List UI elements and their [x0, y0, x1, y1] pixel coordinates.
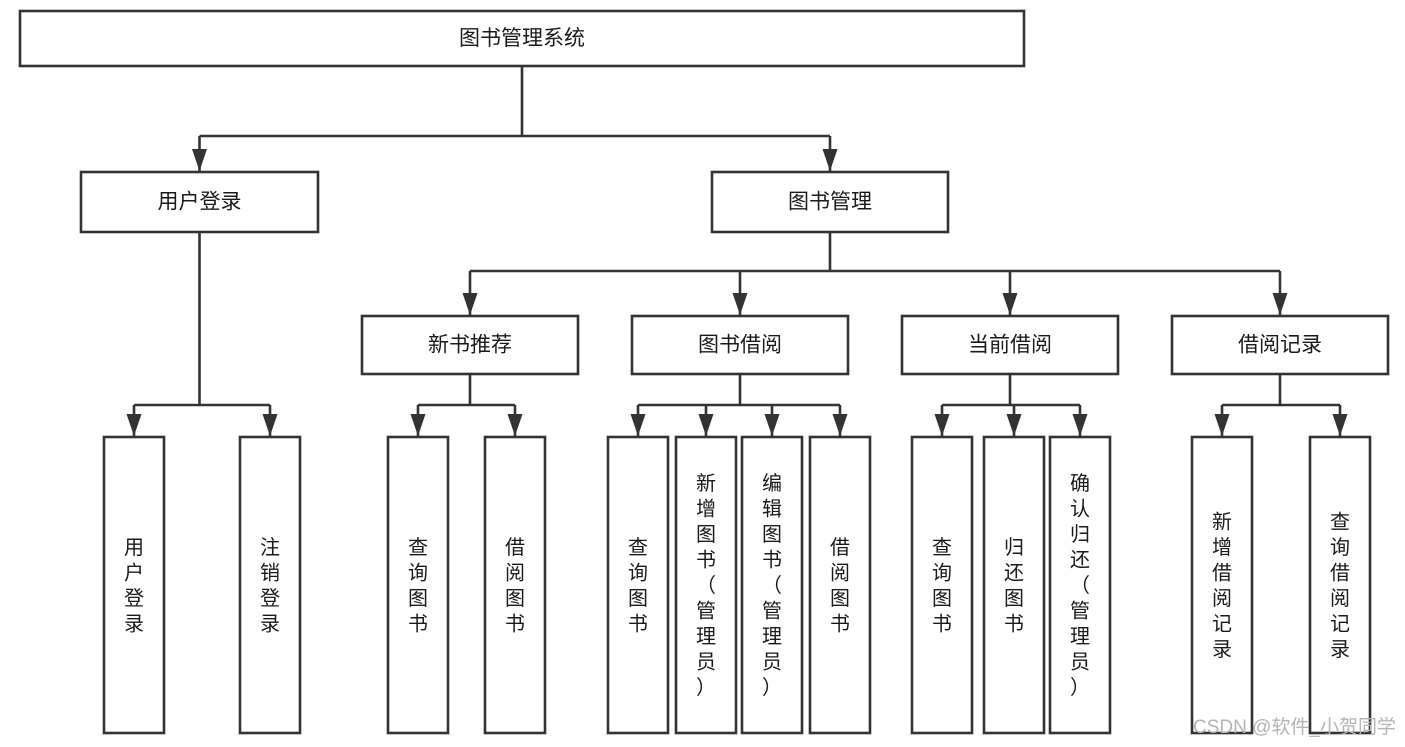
- node-book-borrow[interactable]: 图书借阅: [630, 314, 850, 376]
- node-user-login[interactable]: 用户登录: [79, 170, 320, 234]
- node-box-leaf-query-record[interactable]: [1308, 435, 1372, 735]
- node-box-leaf-add-book[interactable]: [674, 435, 738, 735]
- node-label-leaf-borrow-book-2: 借阅图书: [830, 536, 850, 636]
- arrow-head-icon: [1272, 293, 1288, 315]
- arrow-head-icon: [192, 149, 207, 171]
- node-current-borrow[interactable]: 当前借阅: [900, 314, 1120, 376]
- node-label-new-book-rec: 新书推荐: [428, 334, 512, 357]
- arrow-head-icon: [832, 414, 848, 436]
- node-leaf-query-book-3[interactable]: 查询图书: [910, 435, 974, 735]
- node-label-leaf-user-login: 用户登录: [124, 537, 144, 636]
- node-leaf-edit-book[interactable]: 编辑图书（管理员）: [740, 435, 804, 735]
- node-box-leaf-user-login[interactable]: [102, 435, 166, 735]
- node-box-leaf-user-logout[interactable]: [238, 435, 302, 735]
- node-boxes: 图书管理系统用户登录图书管理新书推荐图书借阅当前借阅借阅记录用户登录注销登录查询…: [18, 9, 1390, 735]
- arrow-head-icon: [698, 414, 714, 436]
- node-box-root[interactable]: [18, 9, 1026, 68]
- arrow-head-icon: [934, 414, 950, 436]
- node-box-leaf-query-book-2[interactable]: [606, 435, 670, 735]
- node-label-leaf-query-book-3: 查询图书: [932, 536, 952, 636]
- arrow-head-icon: [764, 414, 780, 436]
- csdn-watermark: CSDN @软件_小贺同学: [1193, 716, 1396, 738]
- node-label-user-login: 用户登录: [158, 191, 242, 214]
- arrow-head-icon: [262, 414, 278, 436]
- node-label-leaf-edit-book: 编辑图书（管理员）: [762, 472, 782, 699]
- node-root[interactable]: 图书管理系统: [18, 9, 1026, 68]
- node-box-current-borrow[interactable]: [900, 314, 1120, 376]
- node-leaf-confirm-return[interactable]: 确认归还（管理员）: [1048, 435, 1112, 735]
- node-box-leaf-add-record[interactable]: [1190, 435, 1254, 735]
- arrow-head-icon: [1006, 414, 1022, 436]
- node-label-current-borrow: 当前借阅: [968, 334, 1052, 357]
- node-borrow-record[interactable]: 借阅记录: [1170, 314, 1390, 376]
- node-box-leaf-return-book[interactable]: [982, 435, 1046, 735]
- arrow-head-icon: [507, 414, 523, 436]
- arrow-head-icon: [410, 414, 426, 436]
- node-label-leaf-add-book: 新增图书（管理员）: [696, 472, 716, 699]
- node-box-leaf-borrow-book-1[interactable]: [483, 435, 547, 735]
- node-box-book-manage[interactable]: [710, 170, 950, 234]
- node-leaf-add-record[interactable]: 新增借阅记录: [1190, 435, 1254, 735]
- arrow-head-icon: [630, 414, 646, 436]
- node-label-leaf-add-record: 新增借阅记录: [1212, 510, 1232, 661]
- arrow-head-icon: [1214, 414, 1230, 436]
- node-leaf-add-book[interactable]: 新增图书（管理员）: [674, 435, 738, 735]
- node-label-book-manage: 图书管理: [788, 191, 872, 214]
- node-leaf-borrow-book-1[interactable]: 借阅图书: [483, 435, 547, 735]
- node-box-book-borrow[interactable]: [630, 314, 850, 376]
- node-label-borrow-record: 借阅记录: [1238, 334, 1322, 357]
- node-leaf-user-logout[interactable]: 注销登录: [238, 435, 302, 735]
- node-leaf-query-record[interactable]: 查询借阅记录: [1308, 435, 1372, 735]
- arrow-head-icon: [1072, 414, 1088, 436]
- node-box-leaf-query-book-1[interactable]: [386, 435, 450, 735]
- node-leaf-query-book-1[interactable]: 查询图书: [386, 435, 450, 735]
- arrow-head-icon: [126, 414, 142, 436]
- node-label-leaf-query-book-1: 查询图书: [408, 536, 428, 636]
- node-box-user-login[interactable]: [79, 170, 320, 234]
- node-leaf-borrow-book-2[interactable]: 借阅图书: [808, 435, 872, 735]
- connector-lines: [126, 66, 1348, 436]
- node-label-leaf-return-book: 归还图书: [1004, 536, 1024, 636]
- node-box-borrow-record[interactable]: [1170, 314, 1390, 376]
- node-leaf-query-book-2[interactable]: 查询图书: [606, 435, 670, 735]
- node-book-manage[interactable]: 图书管理: [710, 170, 950, 234]
- arrow-head-icon: [822, 149, 838, 171]
- node-box-leaf-borrow-book-2[interactable]: [808, 435, 872, 735]
- node-label-root: 图书管理系统: [459, 27, 585, 50]
- arrow-head-icon: [1002, 293, 1018, 315]
- node-box-leaf-confirm-return[interactable]: [1048, 435, 1112, 735]
- arrow-head-icon: [1332, 414, 1348, 436]
- node-leaf-user-login[interactable]: 用户登录: [102, 435, 166, 735]
- node-label-leaf-borrow-book-1: 借阅图书: [505, 536, 525, 636]
- node-label-leaf-query-record: 查询借阅记录: [1330, 510, 1350, 661]
- node-label-leaf-user-logout: 注销登录: [260, 536, 280, 636]
- node-box-leaf-query-book-3[interactable]: [910, 435, 974, 735]
- node-box-new-book-rec[interactable]: [360, 314, 580, 376]
- node-label-book-borrow: 图书借阅: [698, 334, 782, 357]
- arrow-head-icon: [462, 293, 478, 315]
- arrow-head-icon: [732, 293, 748, 315]
- node-label-leaf-confirm-return: 确认归还（管理员）: [1070, 472, 1090, 699]
- node-new-book-rec[interactable]: 新书推荐: [360, 314, 580, 376]
- node-label-leaf-query-book-2: 查询图书: [628, 536, 648, 636]
- node-leaf-return-book[interactable]: 归还图书: [982, 435, 1046, 735]
- node-box-leaf-edit-book[interactable]: [740, 435, 804, 735]
